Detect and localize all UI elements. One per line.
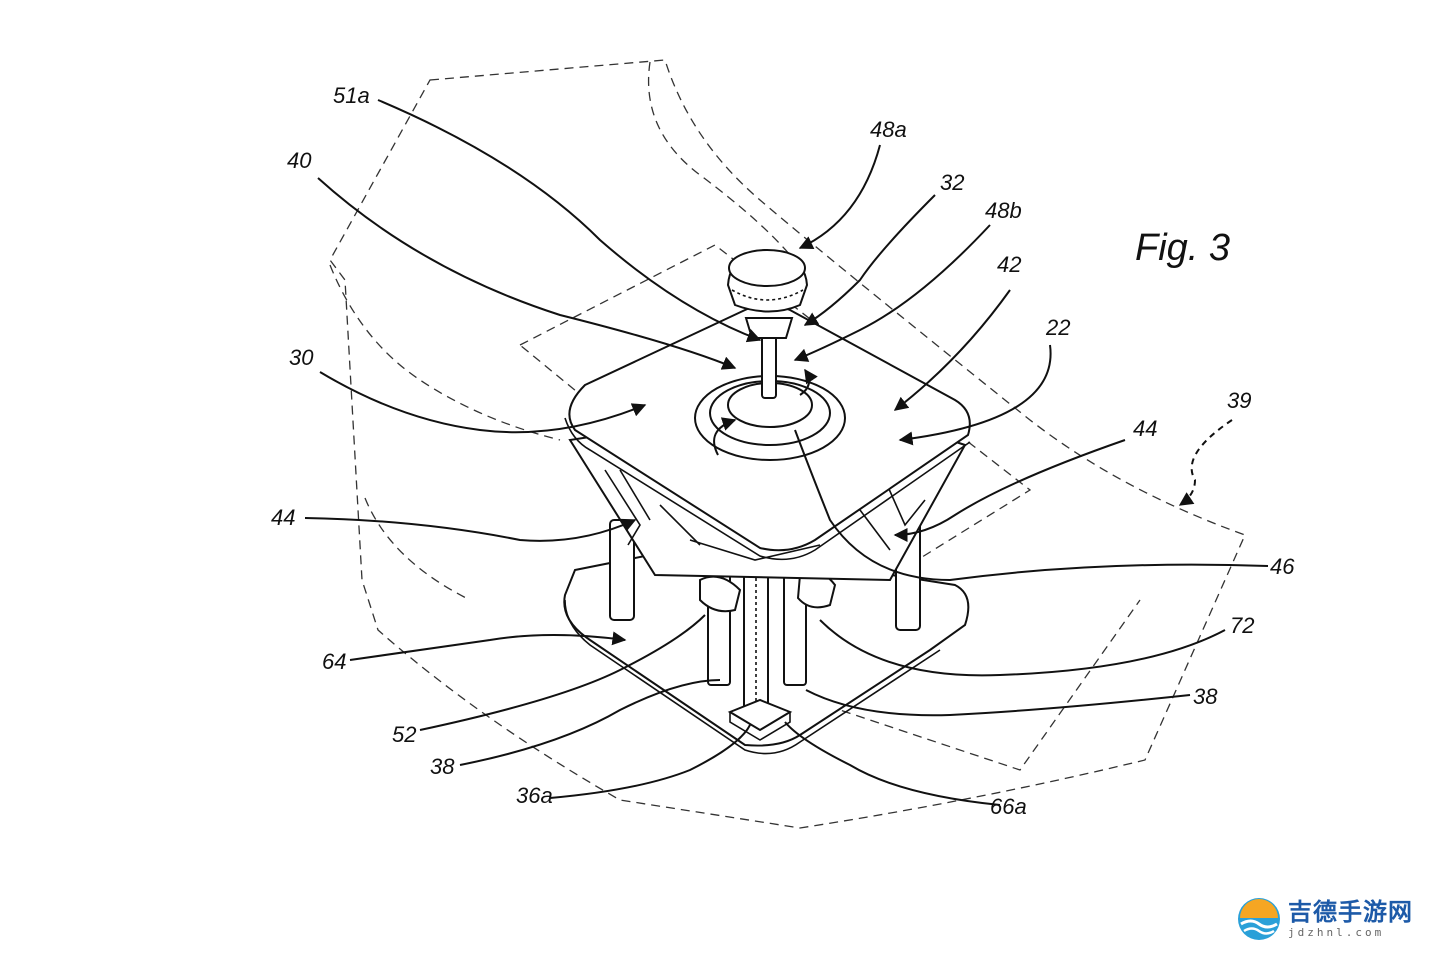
label-39: 39	[1227, 388, 1251, 413]
joystick	[726, 248, 809, 399]
label-38-right: 38	[1193, 684, 1218, 709]
linkage-brackets	[699, 570, 837, 613]
leader-lines	[304, 99, 1269, 806]
watermark-chinese: 吉德手游网	[1288, 898, 1413, 926]
figure-title: Fig. 3	[1135, 227, 1230, 269]
label-66a: 66a	[990, 794, 1027, 819]
label-46: 46	[1270, 554, 1295, 579]
watermark-logo-icon	[1236, 896, 1282, 942]
label-52: 52	[392, 722, 416, 747]
label-36a: 36a	[516, 783, 553, 808]
label-32: 32	[940, 170, 964, 195]
label-42: 42	[997, 252, 1021, 277]
label-72: 72	[1230, 613, 1254, 638]
site-watermark: 吉德手游网 jdzhnl.com	[1236, 889, 1432, 949]
rotation-arrows	[713, 368, 818, 456]
label-64: 64	[322, 649, 346, 674]
label-44-left: 44	[271, 505, 295, 530]
label-40: 40	[287, 148, 312, 173]
label-48a: 48a	[870, 117, 907, 142]
label-30: 30	[289, 345, 314, 370]
watermark-text: 吉德手游网 jdzhnl.com	[1288, 898, 1413, 940]
label-48b: 48b	[985, 198, 1022, 223]
reference-labels: 51a 48a 40 32 48b 42 22 30 39 44 44 46 7…	[271, 83, 1295, 819]
label-38-left: 38	[430, 754, 455, 779]
threaded-screw	[727, 554, 793, 741]
label-44-right: 44	[1133, 416, 1157, 441]
label-22: 22	[1045, 315, 1070, 340]
label-51a: 51a	[333, 83, 370, 108]
watermark-latin: jdzhnl.com	[1288, 926, 1385, 939]
